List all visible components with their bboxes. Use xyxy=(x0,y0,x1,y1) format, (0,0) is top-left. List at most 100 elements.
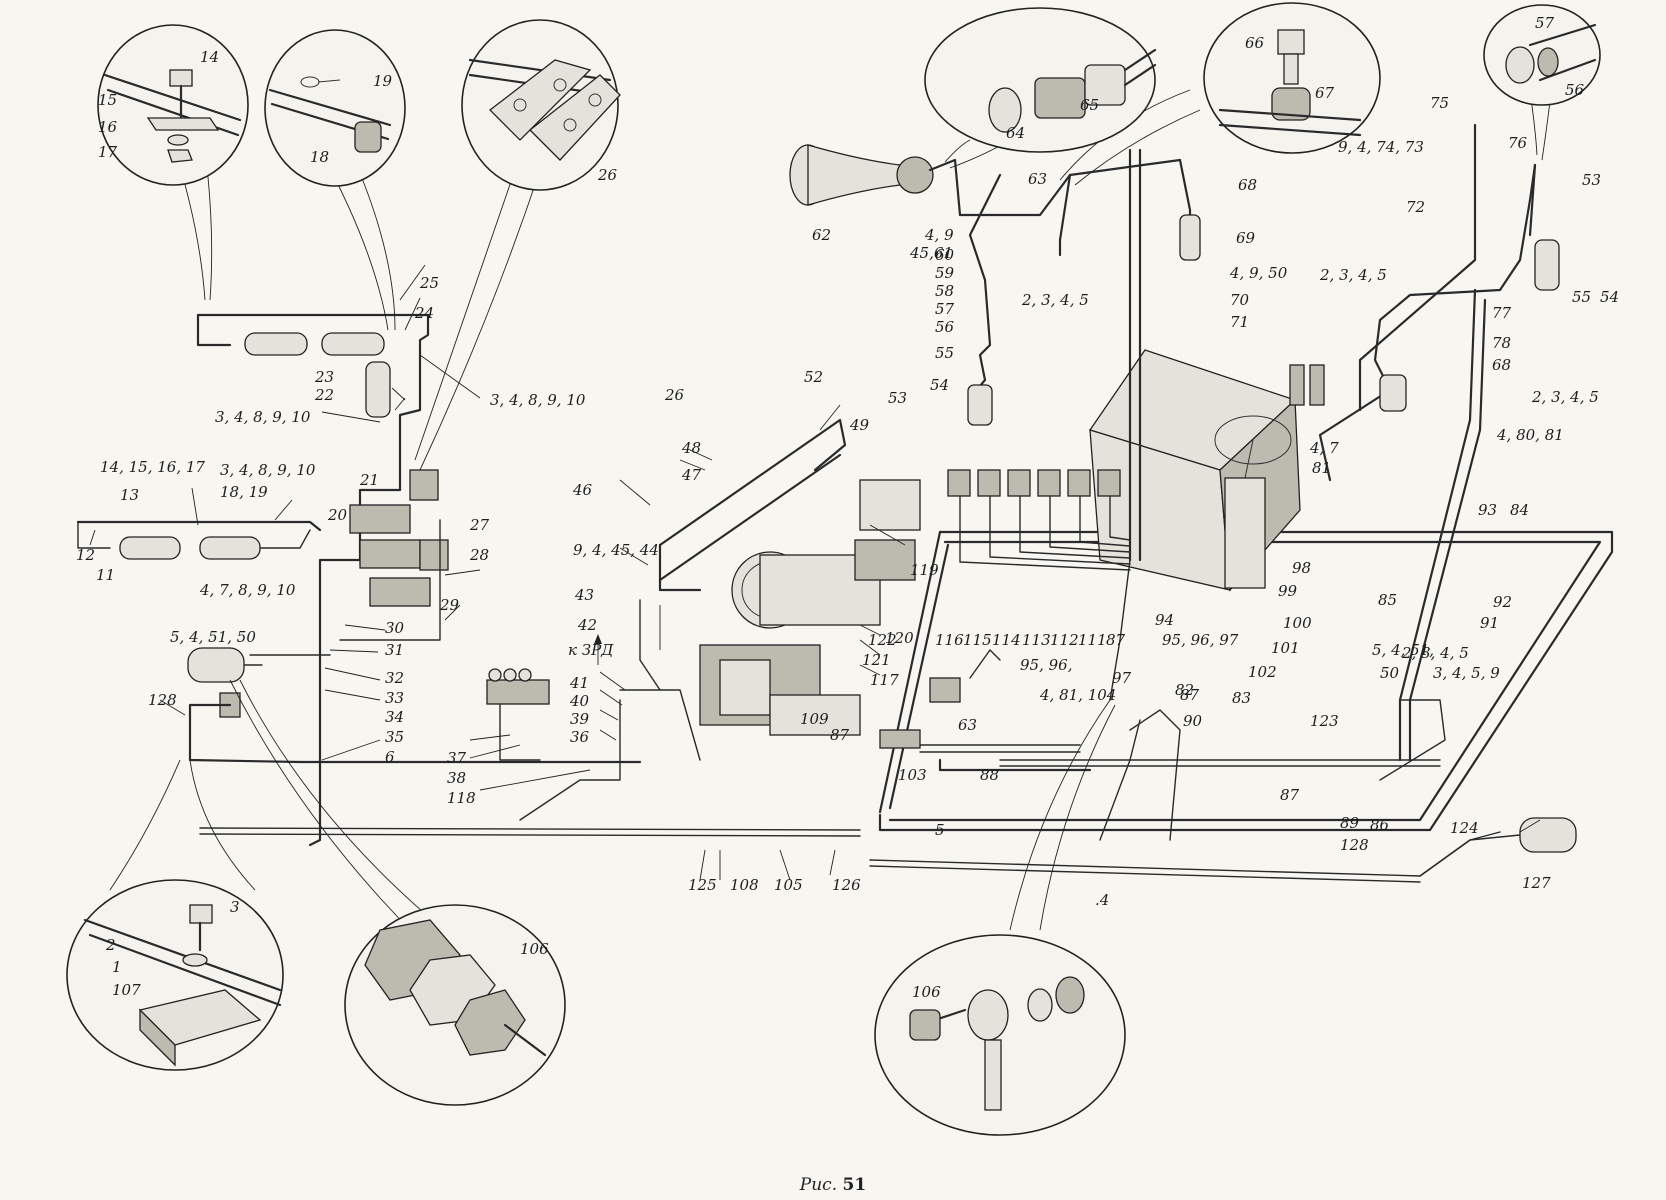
arrow-up-icon xyxy=(594,634,602,644)
part-label: 101 xyxy=(1271,639,1300,657)
part-label: 60 xyxy=(935,246,955,264)
part-label: 94 xyxy=(1155,611,1174,629)
part-label: 46 xyxy=(572,481,593,499)
part-label: 39 xyxy=(570,710,590,728)
detail-circle-56-57 xyxy=(1483,4,1601,106)
part-label: 107 xyxy=(112,981,141,999)
part-label: 16 xyxy=(98,118,118,136)
part-label: 2, 3, 4, 5 xyxy=(1531,388,1599,406)
part-label: 14 xyxy=(200,48,219,66)
part-label: 84 xyxy=(1510,501,1529,519)
part-label: 57 xyxy=(935,300,955,318)
part-label: 45,61 xyxy=(909,244,953,262)
part-label: 50 xyxy=(1380,664,1400,682)
part-label: 26 xyxy=(664,386,685,404)
part-label: 29 xyxy=(439,596,460,614)
part-label: 55 xyxy=(935,344,954,362)
part-label: 56 xyxy=(935,318,955,336)
air-horn-62 xyxy=(789,144,1072,217)
valve-block-36 xyxy=(486,668,621,821)
part-label: 57 xyxy=(1535,14,1555,32)
part-label: 81 xyxy=(1312,459,1331,477)
part-label: 49 xyxy=(849,416,870,434)
part-label: 47 xyxy=(681,466,702,484)
part-label: 38 xyxy=(447,769,466,787)
part-label: 17 xyxy=(98,143,118,161)
part-label: 4, 9 xyxy=(924,226,954,244)
part-label: .4 xyxy=(1095,891,1109,909)
part-label: 3, 4, 8, 9, 10 xyxy=(220,461,316,479)
part-label: 43 xyxy=(574,586,594,604)
part-label: 53 xyxy=(888,389,907,407)
part-label: 115 xyxy=(963,631,992,649)
part-label: 6 xyxy=(385,748,395,766)
part-label: 102 xyxy=(1248,663,1277,681)
part-label: 4, 7 xyxy=(1309,439,1339,457)
part-label: 100 xyxy=(1283,614,1312,632)
part-label: 114 xyxy=(992,631,1021,649)
part-label: 23 xyxy=(314,368,334,386)
callout-labels: 14 15 16 17 19 18 26 66 67 65 64 57 56 6… xyxy=(76,14,1619,1001)
part-label: 98 xyxy=(1292,559,1311,577)
part-label: 69 xyxy=(1236,229,1256,247)
part-label: 97 xyxy=(1112,669,1132,687)
part-label: 109 xyxy=(800,710,829,728)
part-label: 121 xyxy=(862,651,891,669)
part-label: 123 xyxy=(1310,712,1339,730)
part-label: 87 xyxy=(1106,631,1126,649)
part-label: 53 xyxy=(1582,171,1601,189)
part-label: 52 xyxy=(804,368,823,386)
part-label: 111 xyxy=(1078,631,1107,649)
part-label: 106 xyxy=(912,983,941,1001)
rear-left-tank-group xyxy=(76,313,449,847)
part-label: 64 xyxy=(1006,124,1025,142)
part-label: 2, 3, 4, 5 xyxy=(1319,266,1387,284)
part-label: 89 xyxy=(1340,814,1360,832)
part-label: 112 xyxy=(1050,631,1079,649)
part-label: 120 xyxy=(885,629,914,647)
part-label: 35 xyxy=(385,728,404,746)
part-label: 88 xyxy=(980,766,999,784)
part-label: 12 xyxy=(76,546,95,564)
detail-circle-26 xyxy=(461,19,621,191)
part-label: 91 xyxy=(1480,614,1499,632)
part-label: 36 xyxy=(570,728,590,746)
part-label: 128 xyxy=(148,691,177,709)
part-label: 11 xyxy=(96,566,115,584)
part-label: 72 xyxy=(1406,198,1425,216)
part-label: 22 xyxy=(314,386,334,404)
part-label: 48 xyxy=(681,439,701,457)
part-label: 25 xyxy=(419,274,439,292)
part-label: 18, 19 xyxy=(220,483,268,501)
part-label: 108 xyxy=(730,876,759,894)
part-label: 41 xyxy=(569,674,589,692)
detail-circle-1 xyxy=(344,904,566,1106)
part-label: 20 xyxy=(327,506,348,524)
part-label: 3, 4, 8, 9, 10 xyxy=(215,408,311,426)
detail-circle-66-67 xyxy=(1203,2,1381,154)
part-label: 125 xyxy=(688,876,717,894)
part-label: 76 xyxy=(1508,134,1528,152)
part-label: 58 xyxy=(935,282,954,300)
part-label: 128 xyxy=(1340,836,1369,854)
detail-circle-64-65 xyxy=(924,7,1157,153)
part-label: 83 xyxy=(1232,689,1251,707)
part-label: 56 xyxy=(1565,81,1585,99)
part-label: 90 xyxy=(1183,712,1203,730)
part-label: 3 xyxy=(230,898,240,916)
part-label: 63 xyxy=(1028,170,1047,188)
detail-circle-18-19 xyxy=(264,29,406,187)
part-label: 87 xyxy=(1280,786,1300,804)
part-label: 62 xyxy=(812,226,831,244)
part-label: 33 xyxy=(385,689,404,707)
part-label: 87 xyxy=(830,726,850,744)
part-label: 126 xyxy=(832,876,861,894)
detail-circle-14-17 xyxy=(97,24,249,186)
part-label: 30 xyxy=(385,619,405,637)
part-label: 77 xyxy=(1492,304,1512,322)
part-label: 68 xyxy=(1492,356,1511,374)
part-label: 3, 4, 5, 9 xyxy=(1433,664,1500,682)
part-label: 127 xyxy=(1522,874,1551,892)
